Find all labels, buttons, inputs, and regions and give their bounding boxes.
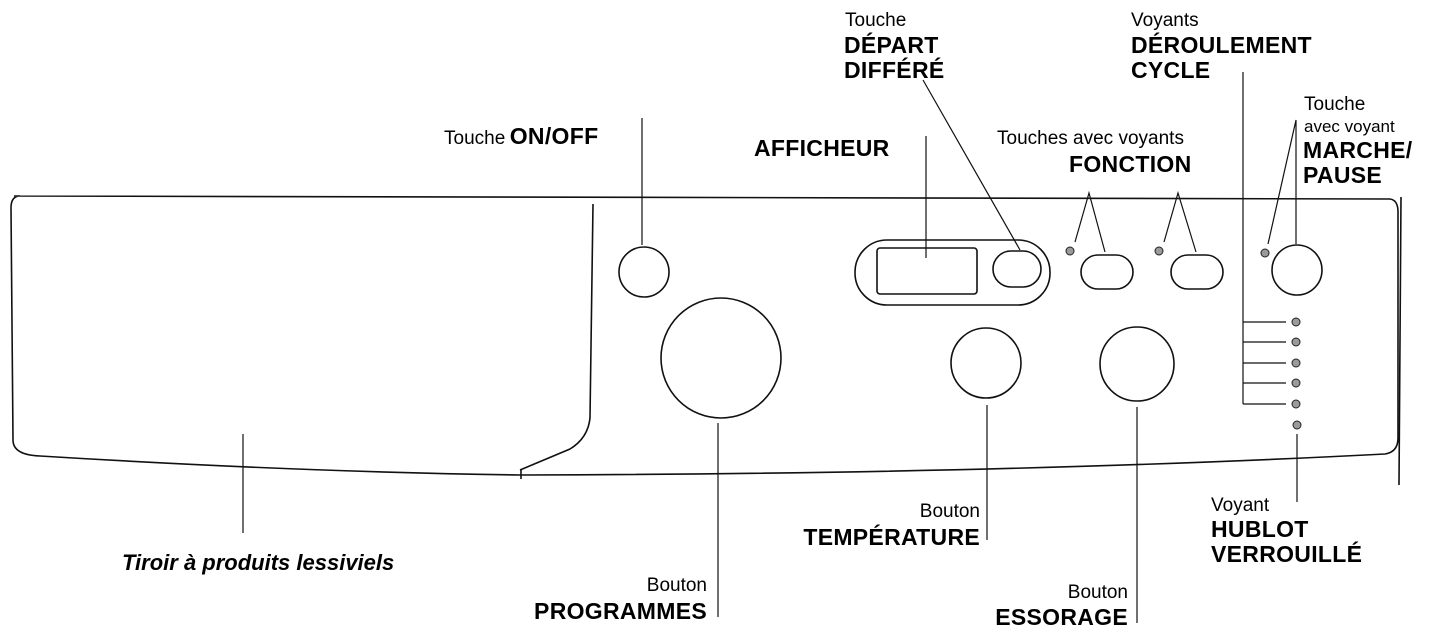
label-afficheur: AFFICHEUR <box>754 135 890 161</box>
label-hublot-line1: HUBLOT <box>1211 516 1309 542</box>
leader-marche-pause <box>1267 119 1297 245</box>
label-marche-prefix1: Touche <box>1304 94 1366 115</box>
label-on-off-prefix: Touche <box>444 128 506 149</box>
label-depart-line2: DIFFÉRÉ <box>844 57 945 83</box>
display-housing <box>854 239 1051 306</box>
label-depart-line1: DÉPART <box>844 32 939 58</box>
label-temperature-prefix: Bouton <box>919 501 980 522</box>
label-programmes-name: PROGRAMMES <box>534 598 707 624</box>
label-deroulement-line1: DÉROULEMENT <box>1131 32 1312 58</box>
label-depart-prefix: Touche <box>845 10 907 31</box>
leader-fonction-left <box>1074 190 1106 253</box>
panel-side-edge <box>1398 196 1402 486</box>
cycle-led-4 <box>1291 378 1301 388</box>
start-pause-button <box>1271 244 1323 296</box>
programmes-knob <box>660 297 782 419</box>
cycle-led-5 <box>1291 399 1301 409</box>
function-button-2 <box>1170 254 1224 290</box>
label-programmes-prefix: Bouton <box>646 575 707 596</box>
function-led-1 <box>1065 246 1075 256</box>
label-fonction-name: FONCTION <box>1069 151 1192 177</box>
label-essorage-name: ESSORAGE <box>995 604 1128 630</box>
start-pause-led <box>1260 248 1270 258</box>
label-on-off: Touche ON/OFF <box>444 123 599 149</box>
on-off-button <box>618 246 670 298</box>
function-led-2 <box>1154 246 1164 256</box>
panel-outline <box>10 195 1399 476</box>
label-on-off-name: ON/OFF <box>509 123 599 149</box>
leader-fonction-right <box>1163 190 1197 253</box>
spin-knob <box>1099 326 1175 402</box>
leader-depart <box>922 79 1021 251</box>
function-button-1 <box>1080 254 1134 290</box>
label-hublot-line2: VERROUILLÉ <box>1211 541 1363 567</box>
display-screen <box>876 247 978 295</box>
cycle-led-1 <box>1291 317 1301 327</box>
label-marche-prefix2: avec voyant <box>1304 117 1395 136</box>
label-essorage-prefix: Bouton <box>1067 582 1128 603</box>
temperature-knob <box>950 327 1022 399</box>
cycle-led-2 <box>1291 337 1301 347</box>
label-deroulement-prefix: Voyants <box>1131 10 1199 31</box>
label-marche-line2: PAUSE <box>1303 162 1383 188</box>
label-deroulement-line2: CYCLE <box>1131 57 1211 83</box>
cycle-led-3 <box>1291 358 1301 368</box>
label-temperature-name: TEMPÉRATURE <box>803 524 980 550</box>
label-hublot-prefix: Voyant <box>1211 495 1270 516</box>
delayed-start-button <box>992 250 1042 288</box>
label-marche-line1: MARCHE/ <box>1303 137 1413 163</box>
door-lock-led <box>1292 420 1302 430</box>
label-tiroir: Tiroir à produits lessiviels <box>122 550 395 575</box>
label-fonction-prefix: Touches avec voyants <box>997 128 1184 149</box>
drawer-separator <box>519 203 594 471</box>
